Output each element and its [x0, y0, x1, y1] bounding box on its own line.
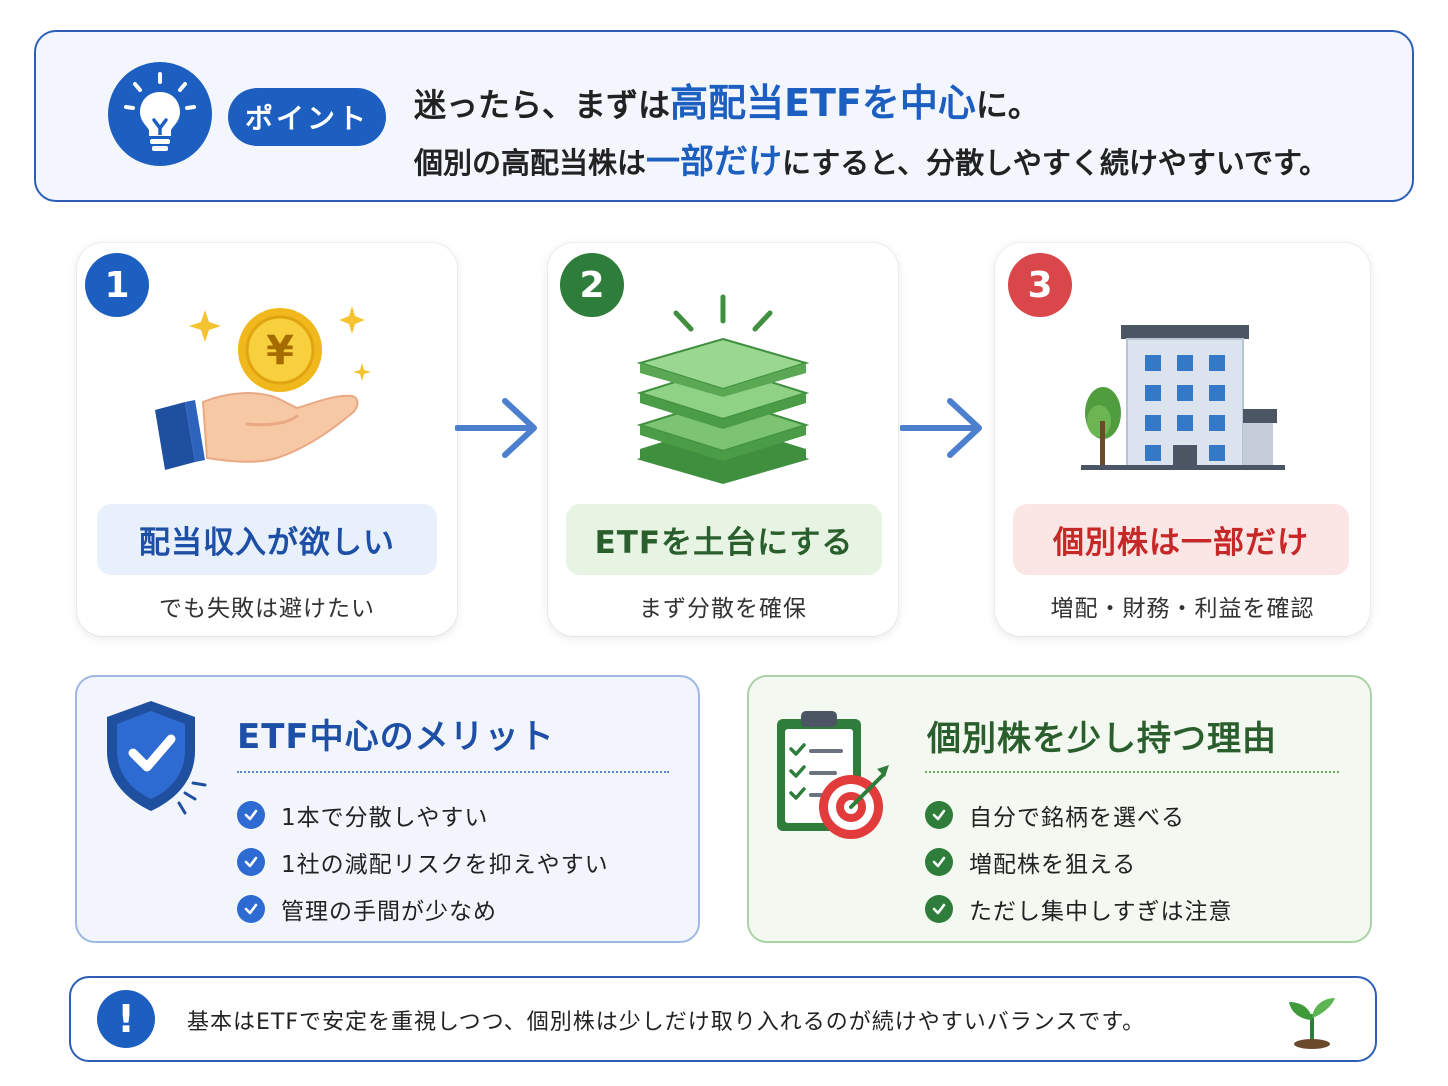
merit-title: ETF中心のメリット [237, 717, 555, 757]
step-number-2: 2 [560, 253, 624, 317]
reason-item: 自分で銘柄を選べる [925, 791, 1233, 838]
coin-currency-symbol: ¥ [266, 328, 294, 374]
reason-item-text: 増配株を狙える [969, 851, 1137, 878]
check-circle-icon [237, 800, 265, 829]
office-building-icon [1081, 325, 1285, 470]
merit-item-text: 1本で分散しやすい [281, 804, 489, 831]
step-number-3: 3 [1008, 253, 1072, 317]
step-card-1: 1 ¥ 配当収入が欲しい でも失敗は避けたい [77, 243, 457, 636]
point-badge: ポイント [228, 88, 386, 146]
check-circle-icon [925, 800, 953, 829]
merit-item-text: 1社の減配リスクを抑えやすい [281, 851, 609, 878]
exclamation-icon: ! [97, 990, 155, 1048]
reason-item-text: 自分で銘柄を選べる [969, 804, 1185, 831]
reason-item: 増配株を狙える [925, 838, 1233, 885]
check-circle-icon [925, 894, 953, 923]
check-circle-icon [925, 847, 953, 876]
lightbulb-icon [108, 62, 212, 166]
reason-title: 個別株を少し持つ理由 [927, 719, 1277, 759]
banner-headline-pre: 迷ったら、まずは [414, 86, 671, 124]
clipboard-target-icon [777, 711, 889, 839]
banner-headline-post: に。 [975, 86, 1040, 124]
check-circle-icon [237, 894, 265, 923]
reason-item: ただし集中しすぎは注意 [925, 885, 1233, 932]
reason-divider [925, 771, 1339, 773]
step-number-1: 1 [85, 253, 149, 317]
summary-note: ! 基本はETFで安定を重視しつつ、個別株は少しだけ取り入れるのが続けやすいバラ… [69, 976, 1377, 1062]
banner-subline-pre: 個別の高配当株は [414, 146, 647, 180]
merit-item-text: 管理の手間が少なめ [281, 898, 497, 925]
step-card-2: 2 ETFを土台にする まず分散を確保 [548, 243, 898, 636]
banner-subline-highlight: 一部だけ [646, 142, 783, 182]
merit-item: 1社の減配リスクを抑えやすい [237, 838, 609, 885]
merit-item: 管理の手間が少なめ [237, 885, 609, 932]
point-banner: ポイント 迷ったら、まずは高配当ETFを中心に。 個別の高配当株は一部だけにする… [34, 30, 1414, 202]
merit-divider [237, 771, 669, 773]
step-sub-3: 増配・財務・利益を確認 [1050, 596, 1315, 622]
arrow-right-icon-2 [900, 398, 982, 458]
step-sub-2: まず分散を確保 [639, 596, 807, 622]
reason-item-text: ただし集中しすぎは注意 [969, 898, 1233, 925]
sprout-icon [1289, 998, 1335, 1049]
stock-reason-panel: 個別株を少し持つ理由 自分で銘柄を選べる 増配株を狙える ただし集中しすぎは注意 [747, 675, 1372, 943]
banner-subline: 個別の高配当株は一部だけにすると、分散しやすく続けやすいです。 [414, 134, 1328, 183]
banner-headline-highlight: 高配当ETFを中心 [670, 81, 976, 125]
reason-list: 自分で銘柄を選べる 増配株を狙える ただし集中しすぎは注意 [925, 791, 1233, 932]
stacked-layers-icon [636, 294, 810, 485]
check-circle-icon [237, 847, 265, 876]
banner-subline-post: にすると、分散しやすく続けやすいです。 [782, 146, 1329, 180]
step-card-3: 3 個別株は一部だけ 増配・財務・利益を確認 [995, 243, 1370, 636]
step-label-1: 配当収入が欲しい [97, 504, 437, 575]
merit-list: 1本で分散しやすい 1社の減配リスクを抑えやすい 管理の手間が少なめ [237, 791, 609, 932]
step-sub-1: でも失敗は避けたい [159, 596, 375, 622]
arrow-right-icon [455, 398, 537, 458]
shield-check-icon [107, 701, 207, 815]
etf-merit-panel: ETF中心のメリット 1本で分散しやすい 1社の減配リスクを抑えやすい 管理の手… [75, 675, 700, 943]
hand-coin-icon: ¥ [155, 306, 371, 470]
merit-item: 1本で分散しやすい [237, 791, 609, 838]
step-label-2: ETFを土台にする [566, 504, 882, 575]
summary-text: 基本はETFで安定を重視しつつ、個別株は少しだけ取り入れるのが続けやすいバランス… [187, 1010, 1146, 1035]
banner-headline: 迷ったら、まずは高配当ETFを中心に。 [414, 72, 1040, 127]
step-label-3: 個別株は一部だけ [1013, 504, 1349, 575]
